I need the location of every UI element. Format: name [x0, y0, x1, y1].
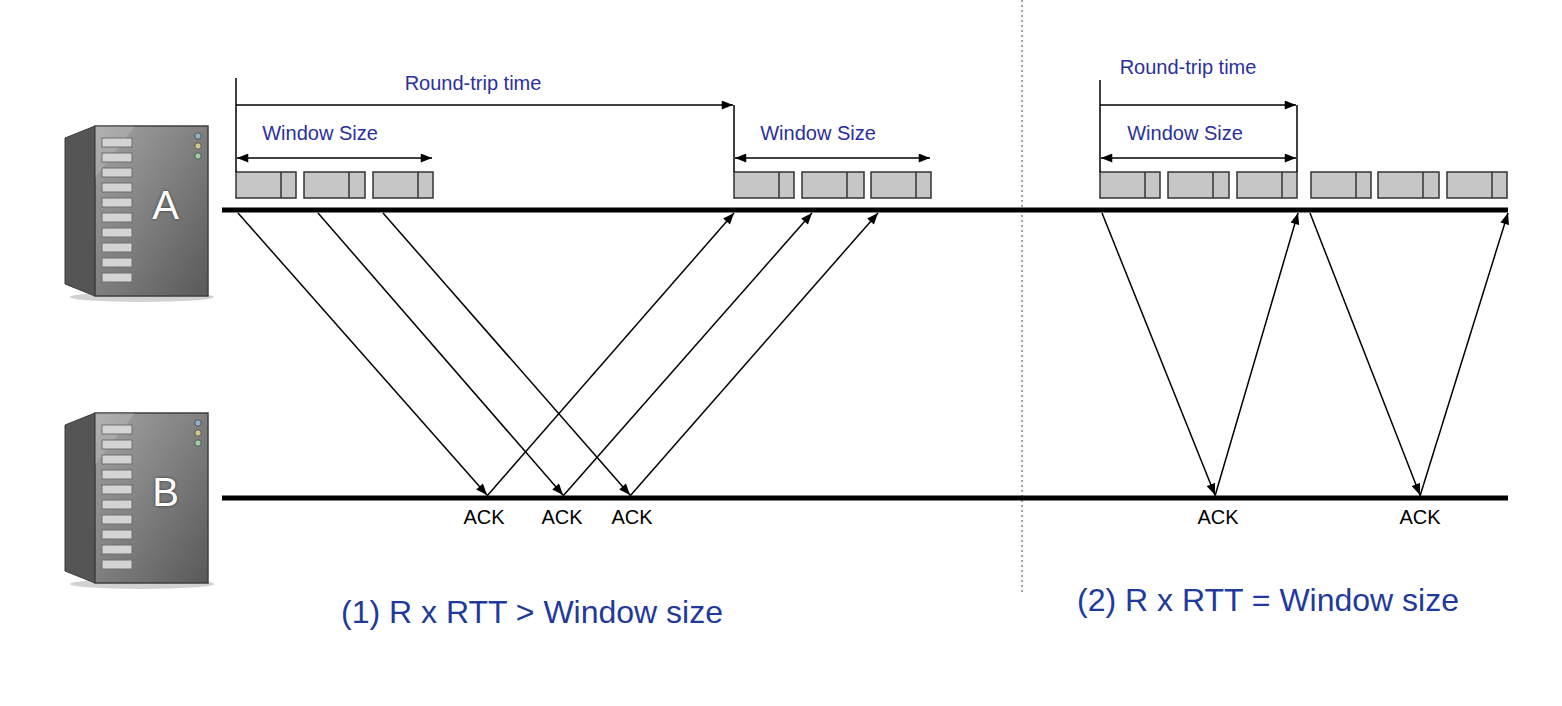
server-side [65, 126, 95, 296]
packets [236, 172, 1507, 198]
server-front [95, 126, 208, 296]
interval-label: Round-trip time [405, 72, 542, 95]
case-caption: (2) R x RTT = Window size [1077, 582, 1459, 619]
server-highlight [95, 126, 135, 178]
status-lights [195, 420, 201, 446]
server-icon [60, 405, 215, 590]
brackets [236, 78, 1297, 172]
ack-label: ACK [463, 506, 504, 529]
interval-label: Window Size [760, 122, 876, 145]
interval-label: Window Size [1127, 122, 1243, 145]
ack-label: ACK [541, 506, 582, 529]
case-caption: (1) R x RTT > Window size [341, 594, 723, 631]
interval-label: Window Size [262, 122, 378, 145]
server-node: A [60, 118, 215, 303]
server-name: B [138, 467, 193, 517]
drive-bays [102, 425, 132, 569]
ack-label: ACK [1399, 506, 1440, 529]
server-side [65, 413, 95, 583]
server-front [95, 413, 208, 583]
server-name: A [138, 180, 193, 230]
interval-label: Round-trip time [1120, 56, 1257, 79]
ack-label: ACK [611, 506, 652, 529]
transfer-arrows [238, 213, 1508, 496]
server-icon [60, 118, 215, 303]
drive-bays [102, 138, 132, 282]
server-highlight [95, 413, 135, 465]
ack-label: ACK [1197, 506, 1238, 529]
timeline-a [222, 208, 1508, 213]
timeline-b [222, 496, 1508, 501]
server-node: B [60, 405, 215, 590]
status-lights [195, 133, 201, 159]
divider-line [1021, 0, 1022, 592]
